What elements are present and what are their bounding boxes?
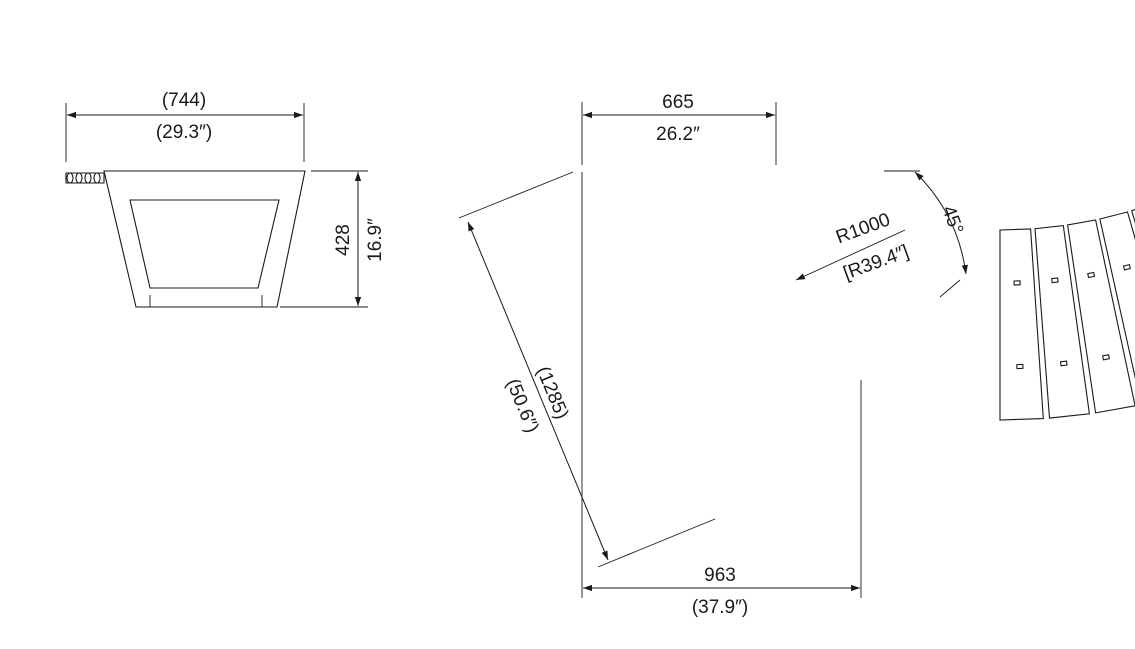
slat-fixing [1102, 354, 1110, 361]
angle-arc [914, 171, 968, 275]
side-height-mm-label: 428 [333, 224, 354, 256]
angle-label: 45° [937, 203, 967, 237]
side-width-mm-label: (744) [162, 90, 206, 111]
bottom-width-mm-label: 963 [704, 565, 736, 586]
slat-fixing [1059, 360, 1068, 367]
arc-extension-top [458, 171, 574, 219]
bench-slats [999, 209, 1135, 421]
slat-fixing [1016, 363, 1024, 370]
side-view: (744) (29.3″) 428 16.9″ [65, 90, 386, 308]
slat-fixing [1013, 280, 1021, 286]
side-frame-inner [129, 199, 280, 289]
arc-length-dimension-line [467, 221, 609, 561]
slat-fixing [1051, 277, 1059, 284]
arc-length-in-label: (50.6″) [502, 376, 543, 436]
radius-mm-label: R1000 [833, 209, 893, 248]
slat [1034, 224, 1091, 419]
side-width-in-label: (29.3″) [156, 122, 212, 143]
arc-length-mm-label: (1285) [532, 364, 572, 423]
side-height-in-label: 16.9″ [365, 218, 386, 262]
armrest-tubes [65, 172, 105, 184]
slat [1099, 211, 1135, 380]
radius-in-label: [R39.4″] [841, 241, 912, 284]
slat [999, 228, 1044, 421]
slat [1131, 209, 1135, 224]
radius-leader-line [795, 229, 906, 281]
slat [1066, 219, 1135, 414]
top-view: 665 26.2″ R1000 [R39.4″] 45° (1285) (50.… [458, 92, 1135, 618]
bottom-width-in-label: (37.9″) [692, 597, 748, 618]
arc-extension-bottom [597, 518, 716, 568]
top-width-in-label: 26.2″ [656, 124, 700, 145]
slat-fixing [1087, 271, 1096, 279]
slat-fixing [1122, 263, 1131, 271]
top-width-mm-label: 665 [662, 92, 694, 113]
angle-reference-line-2 [939, 279, 961, 298]
